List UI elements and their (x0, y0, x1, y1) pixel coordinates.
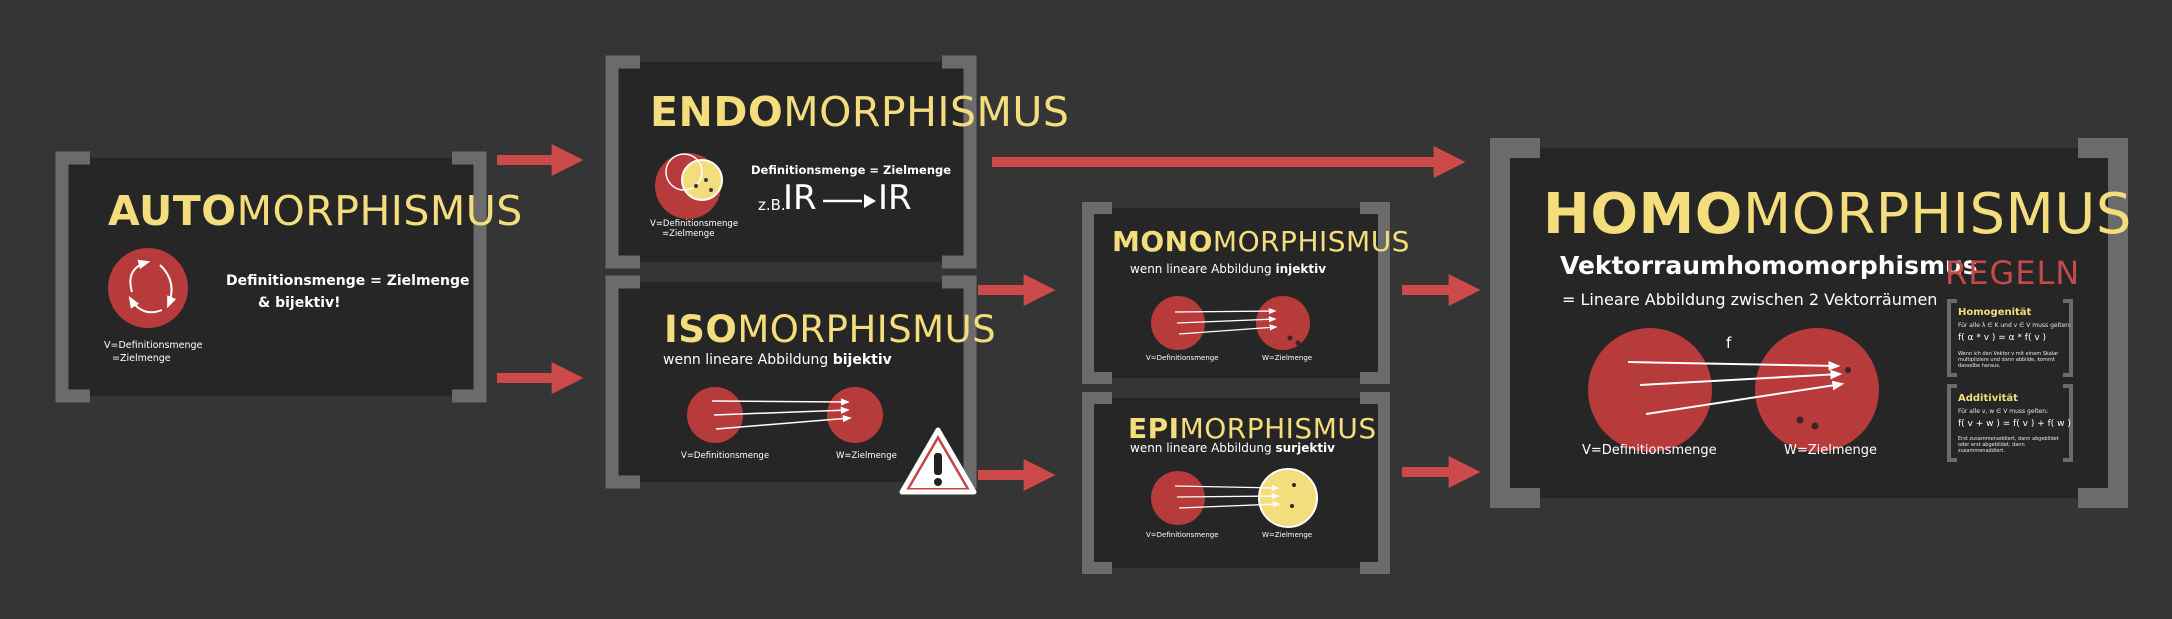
auto-definition-line1: Definitionsmenge = Zielmenge (226, 273, 470, 289)
auto-title: AUTOMORPHISMUS (108, 187, 523, 235)
rule-homogenitaet-title: Homogenität (1958, 307, 2032, 318)
rule-homogenitaet-formula: f( α * v ) = α * f( v ) (1958, 333, 2047, 343)
auto-circle-label-2: =Zielmenge (112, 353, 171, 364)
auto-circle-label-1: V=Definitionsmenge (104, 340, 203, 351)
rule-additivitaet-title: Additivität (1958, 393, 2018, 404)
rule-additivitaet-formula: f( v + w ) = f( v ) + f( w ) (1958, 419, 2071, 429)
endo-circle-label-1: V=Definitionsmenge (650, 219, 739, 229)
epi-mapping (1151, 468, 1318, 528)
homo-mapping (1588, 328, 1879, 452)
iso-right-label: W=Zielmenge (836, 451, 897, 461)
endo-circle (655, 153, 723, 219)
endo-example-to: IR (878, 178, 912, 218)
homo-subtitle: Vektorraumhomomorphismus (1560, 251, 1978, 280)
iso-left-label: V=Definitionsmenge (681, 451, 770, 461)
endo-definition: Definitionsmenge = Zielmenge (751, 163, 952, 177)
endo-circle-label-2: =Zielmenge (662, 229, 715, 239)
epi-box (1082, 392, 1390, 574)
iso-mapping (687, 387, 883, 443)
regeln-title: REGELN (1945, 254, 2081, 292)
auto-box (55, 151, 487, 403)
iso-box (605, 275, 977, 489)
homo-right-label: W=Zielmenge (1784, 443, 1878, 458)
mono-subtitle: wenn lineare Abbildung injektiv (1130, 262, 1327, 276)
epi-subtitle: wenn lineare Abbildung surjektiv (1130, 441, 1335, 455)
iso-title: ISOMORPHISMUS (664, 308, 997, 351)
rule-homogenitaet-intro: Für alle λ ∈ K und v ∈ V muss gelten: (1958, 322, 2072, 329)
rule-homogenitaet-note: Wenn ich den Vektor v mit einem Skalar m… (1958, 351, 2059, 369)
mono-box (1082, 202, 1390, 384)
epi-right-label: W=Zielmenge (1262, 531, 1313, 539)
rule-additivitaet-note: Erst zusammenaddiert, dann abgebildet od… (1958, 436, 2059, 454)
endo-example-prefix: z.B. (758, 196, 786, 214)
rule-additivitaet-intro: Für alle v, w ∈ V muss gelten: (1958, 408, 2049, 415)
epi-left-label: V=Definitionsmenge (1146, 531, 1219, 539)
endo-title: ENDOMORPHISMUS (650, 88, 1070, 136)
homo-box (1490, 138, 2128, 508)
endo-example-arrow (823, 194, 876, 208)
homo-left-label: V=Definitionsmenge (1582, 443, 1717, 458)
mono-mapping (1151, 296, 1310, 350)
auto-definition-line2: & bijektiv! (258, 295, 341, 311)
mono-title: MONOMORPHISMUS (1112, 225, 1410, 258)
endo-box (605, 55, 977, 269)
mono-left-label: V=Definitionsmenge (1146, 354, 1219, 362)
rules-bracket-additivitaet (1947, 384, 2073, 462)
mono-right-label: W=Zielmenge (1262, 354, 1313, 362)
flow-arrows (497, 143, 1481, 492)
auto-circle (108, 248, 188, 328)
endo-example-from: IR (783, 178, 817, 218)
homo-map-label: f (1726, 334, 1732, 352)
homo-title: HOMOMORPHISMUS (1543, 182, 2132, 247)
epi-title: EPIMORPHISMUS (1128, 412, 1377, 445)
rules-bracket-homogenitaet (1947, 299, 2073, 377)
iso-subtitle: wenn lineare Abbildung bijektiv (663, 352, 892, 368)
homo-description: = Lineare Abbildung zwischen 2 Vektorräu… (1562, 290, 1938, 309)
warning-triangle-icon (899, 427, 977, 495)
